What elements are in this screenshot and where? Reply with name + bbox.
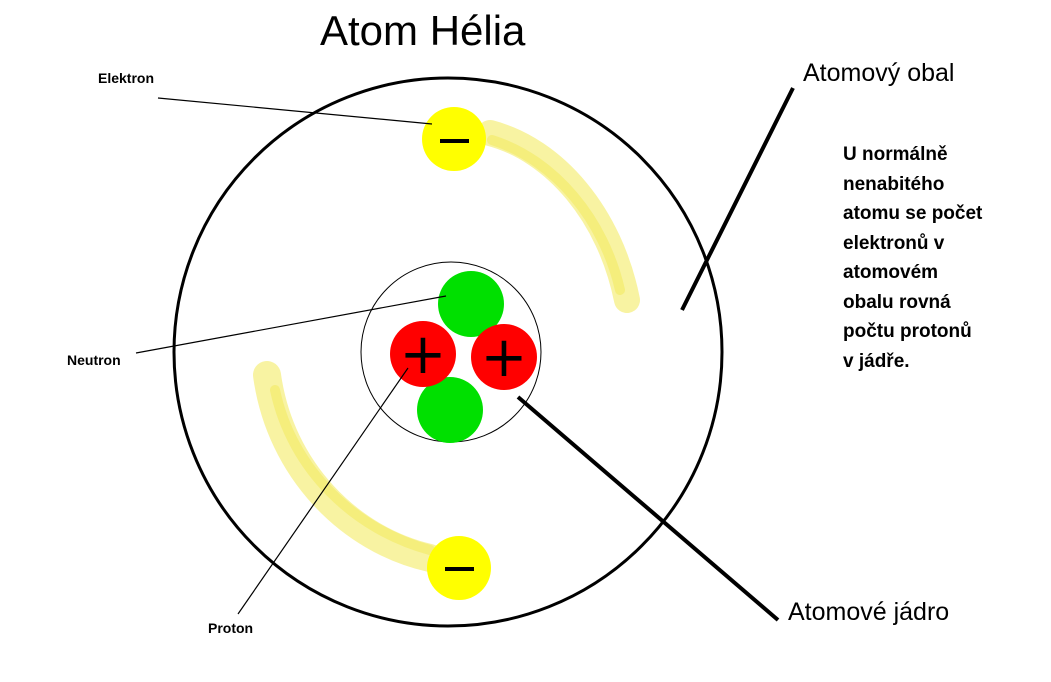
shell-leader <box>680 87 795 311</box>
electron-trails <box>253 120 640 572</box>
note-line: obalu rovná <box>843 291 951 313</box>
atomic-shell <box>172 76 724 628</box>
proton-right <box>471 324 537 390</box>
note-line: elektronů v <box>843 232 945 254</box>
proton-left-plus-sign: + <box>400 322 447 387</box>
leader-lines <box>135 87 795 622</box>
note-line: U normálně <box>843 144 948 165</box>
proton-right-plus-sign: + <box>481 325 528 390</box>
electron-label: Elektron <box>98 70 155 86</box>
note-line: v jádře. <box>843 350 910 372</box>
diagram-title: Atom Hélia <box>320 7 526 54</box>
electron-trail-upper-core <box>487 135 625 295</box>
note-line: atomu se počet <box>843 203 983 224</box>
atomic-nucleus-label: Atomové jádro <box>788 598 950 626</box>
electron-trail-lower-core <box>270 385 435 555</box>
electron-trail-upper <box>477 120 640 313</box>
proton-label: Proton <box>208 620 254 636</box>
electron-leader <box>157 97 433 125</box>
nucleus-leader <box>516 395 780 622</box>
electron-trail-lower <box>253 361 444 572</box>
neutron-bottom <box>417 377 483 443</box>
atomic-shell-label: Atomový obal <box>803 59 955 87</box>
neutron-top <box>438 271 504 337</box>
neutron-label: Neutron <box>67 352 121 368</box>
neutron-leader <box>135 295 447 354</box>
explanatory-note: U normálně nenabitého atomu se počet ele… <box>843 140 1043 376</box>
note-line: počtu protonů <box>843 321 972 342</box>
note-line: atomovém <box>843 262 939 283</box>
note-line: nenabitého <box>843 173 945 195</box>
proton-leader <box>237 367 409 615</box>
